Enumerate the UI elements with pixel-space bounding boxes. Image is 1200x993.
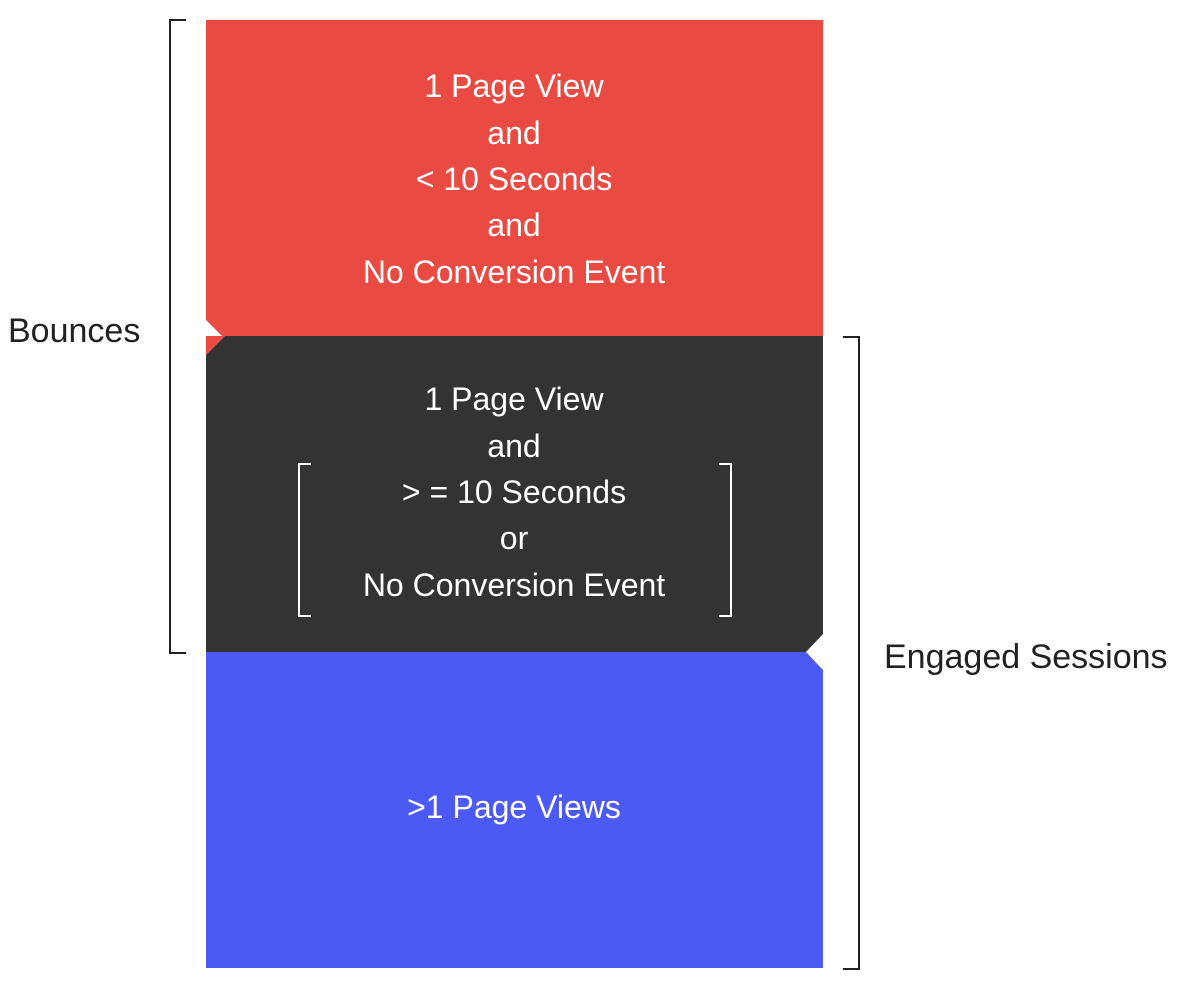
- engaged-block: [206, 652, 823, 968]
- block-line: 1 Page View: [424, 68, 604, 104]
- block-line: >1 Page Views: [407, 789, 621, 825]
- engaged-sessions-label: Engaged Sessions: [884, 638, 1168, 676]
- block-line: No Conversion Event: [363, 254, 665, 290]
- block-line: > = 10 Seconds: [402, 474, 626, 510]
- block-line: < 10 Seconds: [416, 161, 613, 197]
- bounce-block-text: 1 Page View and < 10 Seconds and No Conv…: [363, 68, 665, 290]
- block-line: and: [487, 115, 540, 151]
- block-line: and: [487, 428, 540, 464]
- bounce-block: [206, 20, 823, 355]
- engaged-block-text: >1 Page Views: [407, 789, 621, 825]
- bounces-label: Bounces: [8, 312, 140, 350]
- inner-right-bracket: [719, 463, 732, 617]
- bounces-bracket: [169, 19, 186, 654]
- block-line: No Conversion Event: [363, 567, 665, 603]
- block-line: or: [500, 520, 529, 556]
- middle-block-text: 1 Page View and > = 10 Seconds or No Con…: [363, 381, 665, 603]
- inner-left-bracket: [298, 463, 311, 617]
- middle-block: [206, 336, 823, 652]
- engaged-sessions-bracket: [843, 336, 860, 970]
- block-line: and: [487, 207, 540, 243]
- block-line: 1 Page View: [424, 381, 604, 417]
